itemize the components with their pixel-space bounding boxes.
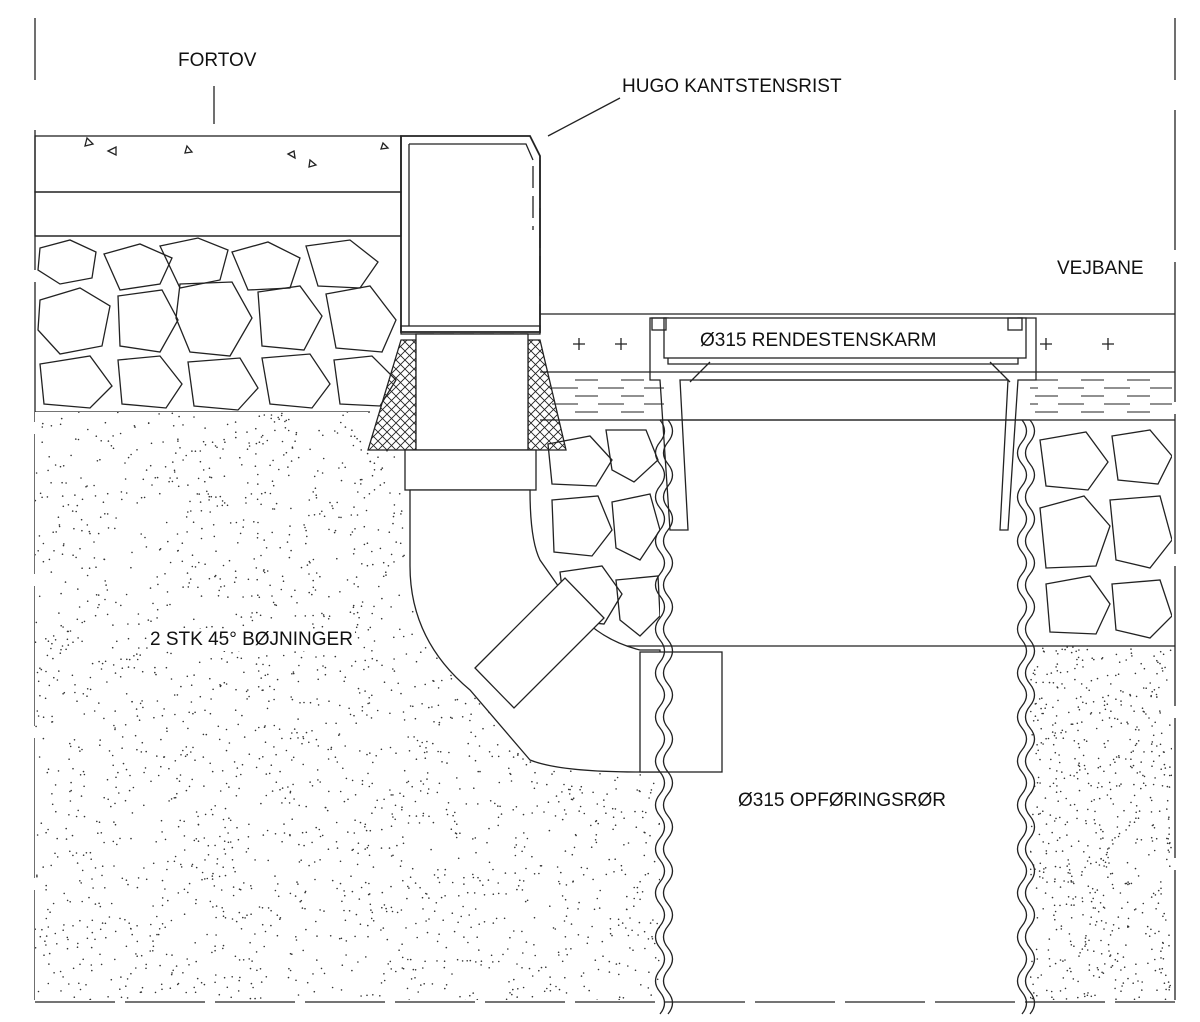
vertical-pipe bbox=[404, 333, 537, 491]
riser-pipe bbox=[654, 419, 1036, 1015]
label-fortov: FORTOV bbox=[178, 50, 257, 71]
pipe-bend bbox=[409, 489, 723, 773]
label-opforingsror: Ø315 OPFØRINGSRØR bbox=[738, 790, 946, 811]
pavement-layers bbox=[34, 135, 402, 413]
label-bojninger: 2 STK 45° BØJNINGER bbox=[148, 629, 355, 651]
label-vejbane: VEJBANE bbox=[1057, 258, 1144, 279]
leader-lines bbox=[213, 86, 621, 137]
label-kantstensrist: HUGO KANTSTENSRIST bbox=[622, 76, 842, 97]
stone-layer-right bbox=[1039, 429, 1172, 639]
curb-grate bbox=[400, 135, 541, 335]
label-rendestenskarm: Ø315 RENDESTENSKARM bbox=[698, 330, 939, 352]
road-layers bbox=[540, 313, 1175, 647]
sand-fill-right bbox=[1030, 646, 1172, 1000]
stone-layer-middle bbox=[547, 429, 660, 637]
stone-layer-left bbox=[37, 237, 397, 411]
